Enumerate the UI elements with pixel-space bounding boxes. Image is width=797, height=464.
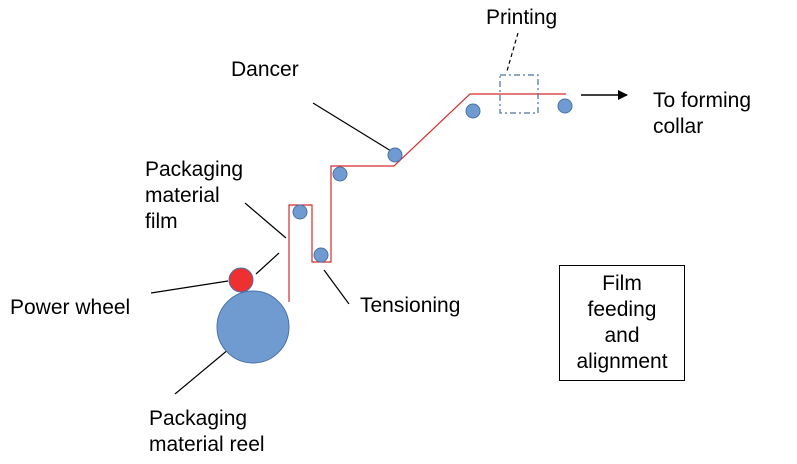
label-packaging-material-reel-line-2: material reel bbox=[149, 433, 265, 456]
leader-tensioning bbox=[323, 269, 350, 305]
caption-line-4: alignment bbox=[576, 350, 668, 373]
label-to-forming-collar: To forming collar bbox=[653, 88, 751, 140]
power-wheel bbox=[228, 267, 254, 293]
roller-tensioning bbox=[313, 247, 329, 263]
printing-station-box bbox=[499, 74, 539, 114]
caption-line-1: Film bbox=[602, 272, 642, 295]
film-path bbox=[288, 93, 566, 302]
leader-dancer bbox=[312, 102, 392, 152]
roller-dancer bbox=[387, 147, 403, 163]
label-packaging-material-reel: Packaging material reel bbox=[149, 406, 265, 458]
caption-line-2: feeding bbox=[587, 298, 657, 321]
packaging-material-reel bbox=[216, 290, 290, 364]
caption-line-3: and bbox=[604, 324, 640, 347]
leader-power-wheel-contact bbox=[255, 252, 280, 275]
leader-packaging-film bbox=[244, 202, 287, 239]
label-packaging-material-film-line-3: film bbox=[145, 210, 178, 233]
label-packaging-material-reel-line-1: Packaging bbox=[149, 407, 248, 430]
label-to-forming-collar-line-2: collar bbox=[653, 115, 704, 138]
label-dancer: Dancer bbox=[231, 58, 299, 81]
roller-pre-printing bbox=[465, 103, 481, 119]
label-packaging-material-film: Packaging material film bbox=[145, 157, 243, 235]
label-tensioning: Tensioning bbox=[360, 294, 461, 317]
label-to-forming-collar-line-1: To forming bbox=[653, 89, 752, 112]
roller-post-printing bbox=[557, 98, 573, 114]
roller-guide bbox=[332, 166, 348, 182]
label-packaging-material-film-line-2: material bbox=[145, 184, 220, 207]
leader-power-wheel bbox=[150, 280, 229, 294]
leader-printing bbox=[506, 32, 519, 72]
label-power-wheel: Power wheel bbox=[10, 296, 131, 319]
label-packaging-material-film-line-1: Packaging bbox=[145, 158, 244, 181]
caption-box: Film feeding and alignment bbox=[559, 265, 685, 381]
roller-film-top bbox=[292, 204, 308, 220]
label-printing: Printing bbox=[486, 6, 558, 29]
